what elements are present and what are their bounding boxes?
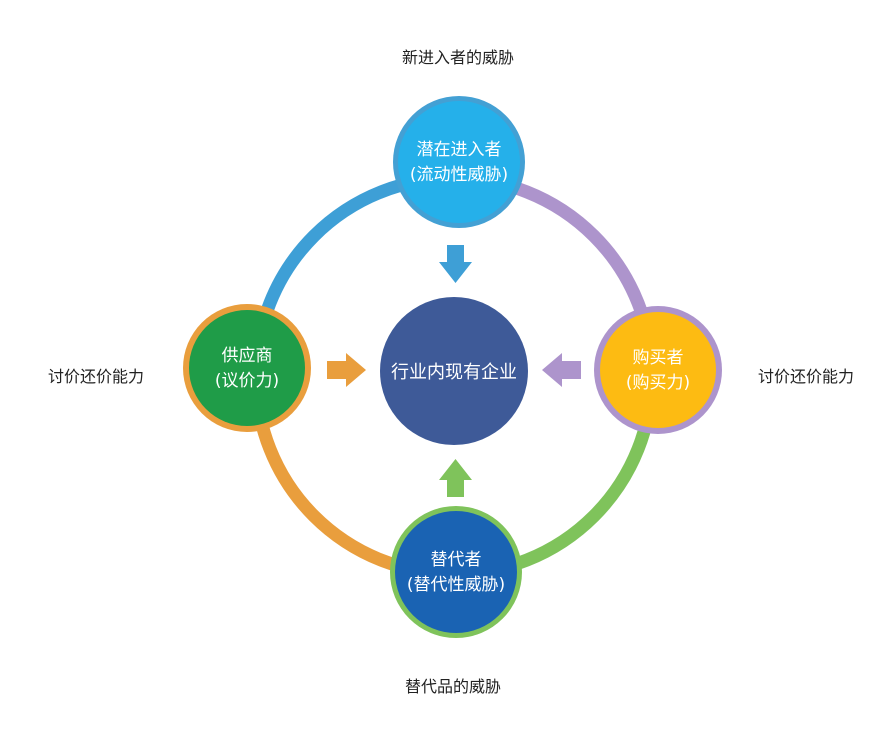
- node-bottom-substitute: 替代者 (替代性威胁): [390, 506, 522, 638]
- node-bottom-line2: (替代性威胁): [407, 575, 505, 595]
- node-top-entrant: 潜在进入者 (流动性威胁): [393, 96, 525, 228]
- label-bottom-threat: 替代品的威胁: [405, 677, 501, 696]
- node-left-shape: [189, 310, 305, 426]
- label-top-threat: 新进入者的威胁: [402, 48, 514, 67]
- arrow-right-icon: [327, 353, 366, 387]
- center-node-label: 行业内现有企业: [391, 362, 517, 383]
- arrow-down-icon: [439, 245, 472, 283]
- node-bottom-line1: 替代者: [431, 550, 482, 570]
- label-right-bargaining: 讨价还价能力: [758, 367, 854, 386]
- node-right-shape: [600, 312, 716, 428]
- node-top-line1: 潜在进入者: [417, 140, 502, 160]
- arrow-up-icon: [439, 459, 472, 497]
- arrow-left-icon: [542, 353, 581, 387]
- node-top-line2: (流动性威胁): [410, 165, 508, 185]
- node-bottom-shape: [395, 511, 517, 633]
- node-top-shape: [398, 101, 520, 223]
- center-node-shape: [380, 297, 528, 445]
- label-left-bargaining: 讨价还价能力: [48, 367, 144, 386]
- node-right-line2: (购买力): [626, 373, 690, 393]
- node-left-supplier: 供应商 (议价力): [183, 304, 311, 432]
- node-right-line1: 购买者: [633, 348, 684, 368]
- node-right-buyer: 购买者 (购买力): [594, 306, 722, 434]
- node-left-line2: (议价力): [215, 371, 279, 391]
- node-left-line1: 供应商: [222, 346, 273, 366]
